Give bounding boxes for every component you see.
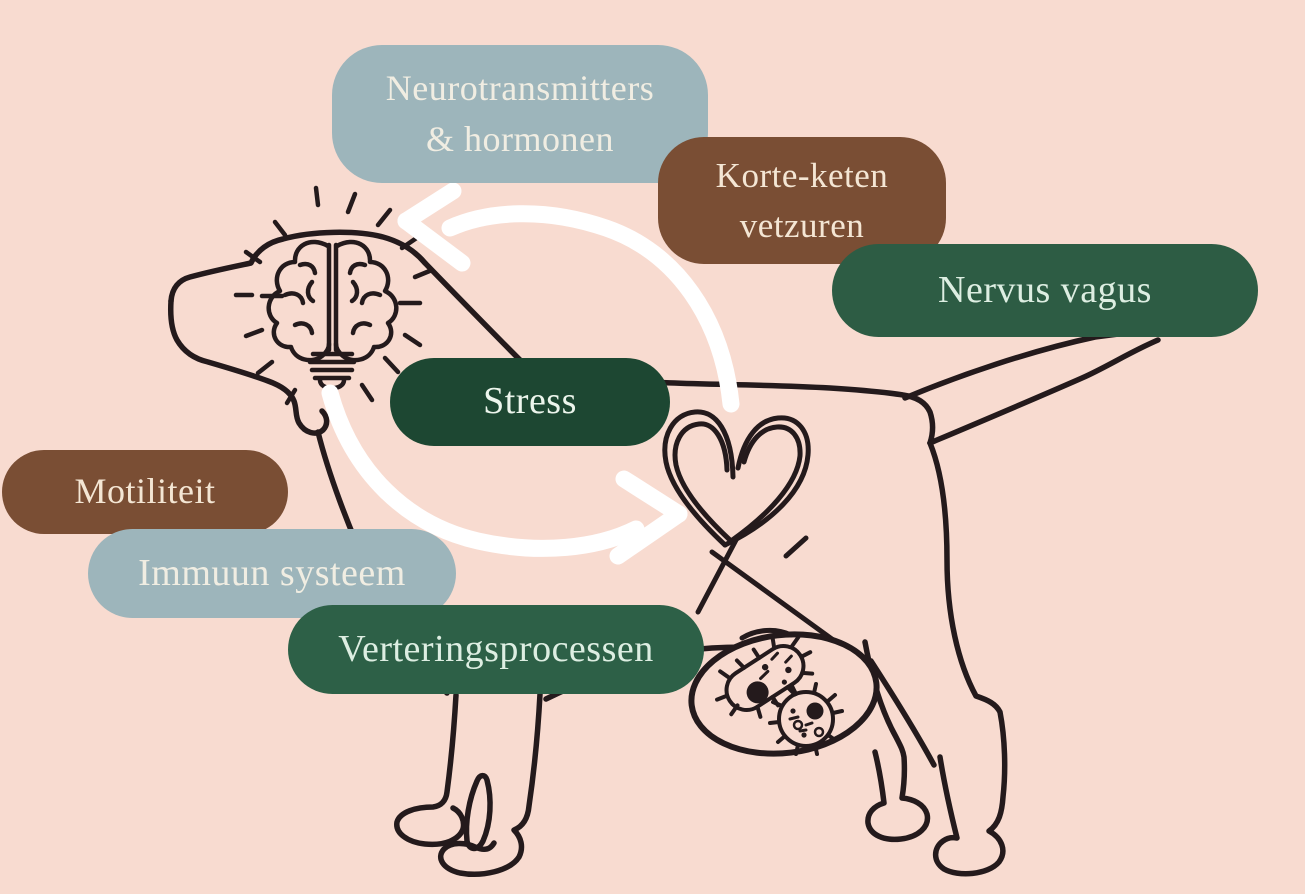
label-pill-stress: Stress xyxy=(390,358,670,446)
label-pill-motiliteit: Motiliteit xyxy=(2,450,288,534)
label-pill-neurotransmitters-hormonen: Neurotransmitters & hormonen xyxy=(332,45,708,183)
gut-microbiome-icon xyxy=(688,628,880,757)
brain-lightbulb-icon xyxy=(233,185,435,406)
heart-doodle-icon xyxy=(662,409,839,645)
dog-body-lines xyxy=(168,229,1161,877)
brain-to-gut-arrow-icon xyxy=(321,384,688,565)
gut-to-brain-arrow-icon xyxy=(397,182,740,413)
label-pill-nervus-vagus: Nervus vagus xyxy=(832,244,1258,337)
label-pill-verteringsprocessen: Verteringsprocessen xyxy=(288,605,704,694)
label-pill-immuun-systeem: Immuun systeem xyxy=(88,529,456,618)
label-pill-korte-keten-vetzuren: Korte-keten vetzuren xyxy=(658,137,946,264)
